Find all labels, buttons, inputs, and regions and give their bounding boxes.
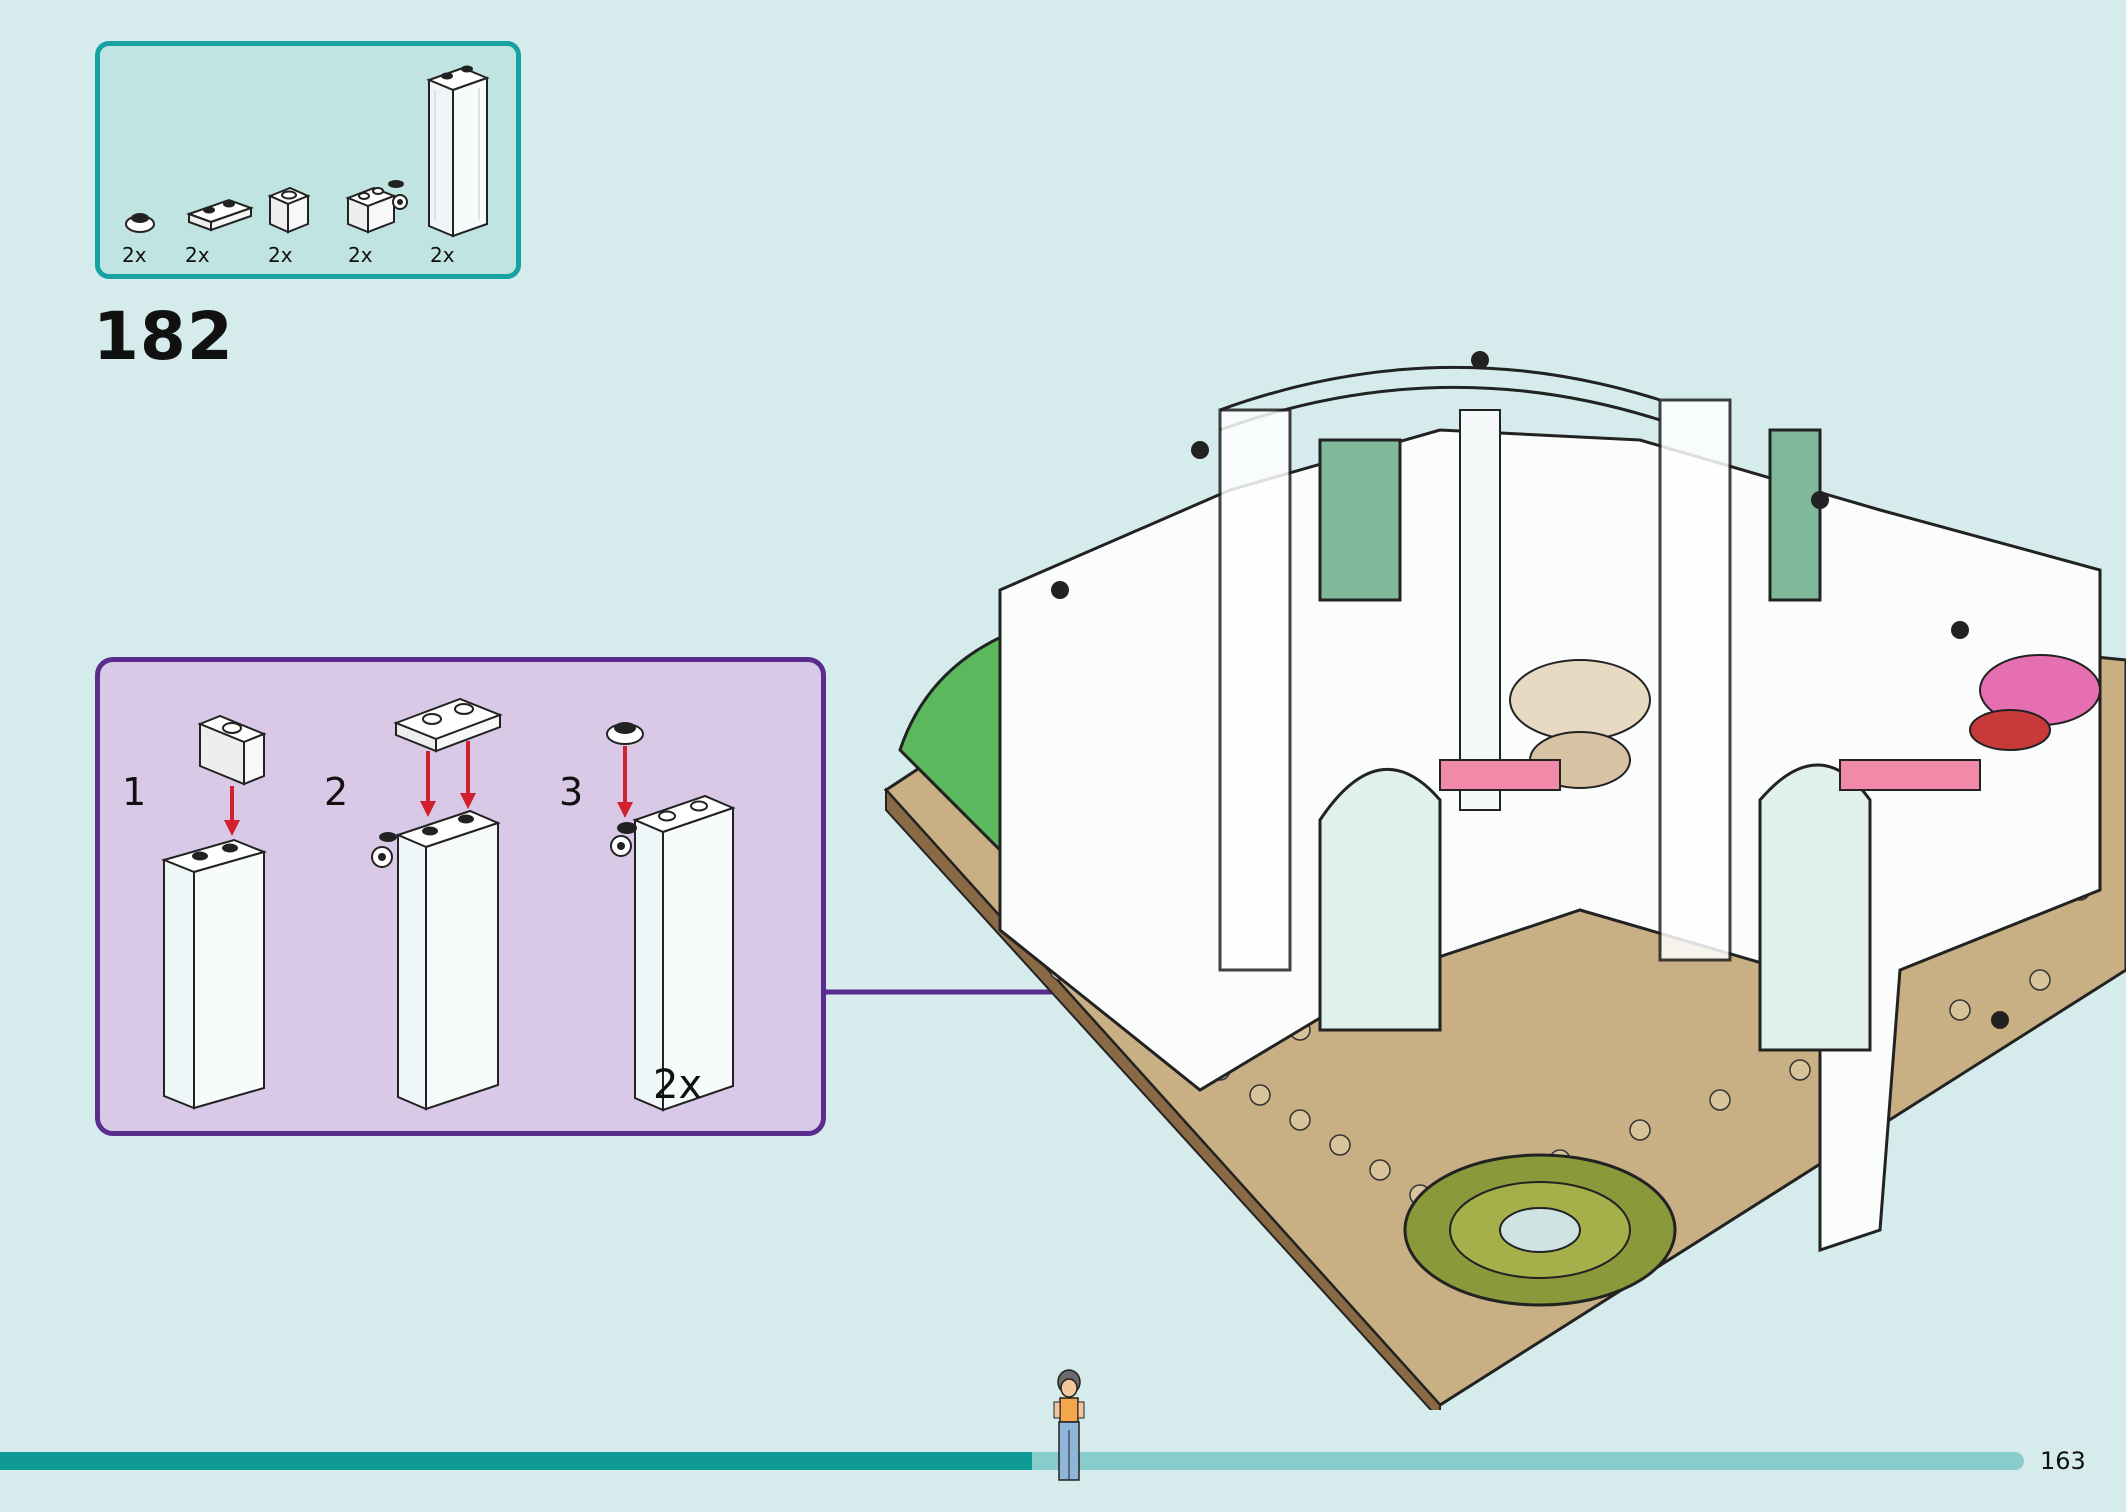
page-number: 163 [2040,1447,2086,1475]
substep-2-illustration [371,697,503,1111]
part-quantity: 2x [122,243,147,267]
plate-1x2-part [186,198,254,232]
substep-number: 3 [559,770,584,814]
substep-3-illustration [606,722,736,1112]
step-number: 182 [93,298,234,375]
progress-bar [0,1452,2024,1470]
minifigure-icon [1053,1369,1085,1481]
brick-1x1-part [267,186,311,234]
greenhouse-model-illustration [883,351,2126,1410]
substep-1-illustration [160,714,268,1110]
part-quantity: 2x [185,243,210,267]
part-quantity: 2x [348,243,373,267]
round-plate-clip-part [125,213,155,233]
subassembly-multiplier: 2x [653,1062,703,1108]
progress-bar-fill [0,1452,1033,1470]
brick-clip-part [345,180,408,234]
part-quantity: 2x [430,243,455,267]
substep-number: 2 [324,770,349,814]
tall-brick-part [426,65,490,238]
part-quantity: 2x [268,243,293,267]
substep-number: 1 [122,770,147,814]
parts-list-box: 2x 2x 2x 2x 2x [95,41,521,279]
